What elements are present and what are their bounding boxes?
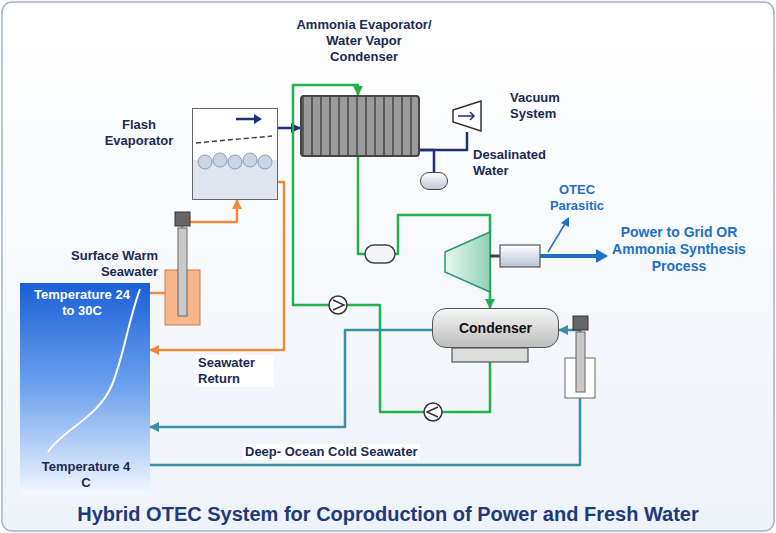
equipment-label: Flash Evaporator [93,117,185,149]
equipment-label: Vacuum System [510,90,580,122]
separator-drum [365,245,395,263]
warm-pump-column [178,228,187,316]
flash-evaporator: Flash Evaporator [192,108,278,200]
cold-pump-motor [573,316,588,330]
condenser-vessel: Condenser [432,308,559,348]
diagram-title: Hybrid OTEC System for Coproduction of P… [0,502,776,526]
equipment-label: Desalinated Water [473,147,563,179]
edge-label: Deep- Ocean Cold Seawater [243,444,420,460]
compressor-symbol [452,100,482,132]
power-label: Power to Grid OR Ammonia Synthesis Proce… [610,224,748,275]
vessel-name: Condenser [433,320,558,336]
parasitic-arrowhead [561,217,569,227]
temperature-label: Temperature 4 C [38,459,134,491]
turbine-shaft [490,255,500,258]
flash-bubbles [198,153,272,169]
flash-vapor-arrow [236,118,256,121]
generator [500,245,540,267]
condensate-pump [424,403,442,421]
ocean-body [20,283,150,495]
pipe-connector [420,132,467,150]
power-label: OTEC Parasitic [538,182,616,214]
pipe-connector [150,330,432,427]
flash-vapor-arrowhead [254,114,262,124]
edge-label: Seawater Return [196,355,274,387]
ocean-column: Temperature 24 to 30C Temperature 4 C [20,283,150,495]
flash-demister [196,136,272,143]
parasitic-line [548,222,566,252]
warm-pump-motor [175,212,190,226]
vacuum-compressor: Vacuum System [452,100,482,132]
power-out-arrowhead [596,249,608,263]
heat-exchanger: Ammonia Evaporator/ Water Vapor Condense… [300,95,420,157]
ammonia-pump [329,296,347,314]
turbine [445,232,490,292]
pipe-connector [420,150,434,172]
flash-vapor-space [193,109,277,159]
stream-label: Surface Warm Seawater [36,248,158,280]
power-out-line [540,254,598,258]
pipe-connector [150,330,580,465]
water-tank: Desalinated Water [420,172,448,190]
condenser-hotwell [452,348,528,362]
pipe-connector [278,127,300,130]
pipe-connector [293,85,490,412]
pipe-connector [150,182,284,350]
pipe-connector [358,157,490,308]
equipment-label: Ammonia Evaporator/ Water Vapor Condense… [294,17,434,65]
cold-pump-column [576,332,585,392]
temperature-label: Temperature 24 to 30C [32,287,132,319]
